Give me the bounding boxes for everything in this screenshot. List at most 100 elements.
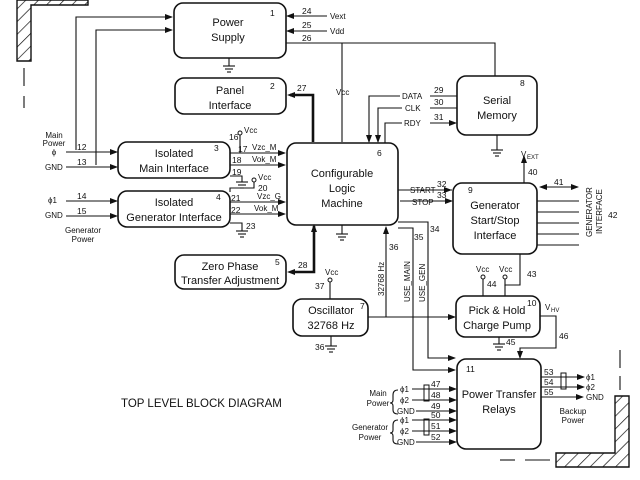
block-isolated-main-interface: Isolated Main Interface 3	[117, 141, 231, 179]
diagram-connector	[174, 77, 287, 115]
block-number: 3	[214, 143, 219, 153]
diagram-label: 51	[431, 421, 441, 431]
diagram-label: 41	[554, 177, 564, 187]
diagram-label: INTERFACE	[595, 189, 604, 234]
diagram-label: Main	[45, 131, 62, 140]
block-number: 8	[520, 78, 525, 88]
diagram-label: 23	[246, 221, 256, 231]
block-label: Configurable	[311, 168, 373, 180]
diagram-connector	[75, 14, 173, 150]
diagram-connector	[456, 358, 542, 450]
diagram-label: 48	[431, 390, 441, 400]
block-zero-phase-transfer: Zero Phase Transfer Adjustment 5	[174, 254, 287, 290]
diagram-connector	[389, 419, 399, 445]
diagram-label: GND	[45, 211, 63, 220]
diagram-label: ϕ2	[400, 427, 409, 436]
diagram-connector	[560, 372, 567, 390]
ground-icon	[493, 337, 505, 351]
diagram-connector	[292, 226, 316, 274]
diagram-label: 21	[231, 193, 241, 203]
diagram-connector	[398, 227, 456, 373]
diagram-connector	[502, 274, 508, 280]
block-label: Panel	[216, 85, 244, 97]
diagram-label: Main	[369, 389, 386, 398]
diagram-label: 17	[238, 144, 248, 154]
diagram-label: GND	[45, 163, 63, 172]
diagram-label: 25	[302, 20, 312, 30]
block-label: Serial	[483, 95, 511, 107]
diagram-label: 55	[544, 387, 554, 397]
diagram-label: 52	[431, 432, 441, 442]
block-label: Charge Pump	[463, 320, 531, 332]
diagram-label: Vzc_M	[252, 143, 277, 152]
block-generator-start-stop: Generator Start/Stop Interface 9	[452, 182, 538, 255]
signal-vdd: Vdd	[330, 27, 344, 36]
ground-icon	[336, 225, 348, 241]
diagram-label: 37	[315, 281, 325, 291]
block-label: Zero Phase	[202, 261, 259, 273]
diagram-label: USE_GEN	[418, 264, 427, 302]
diagram-label: 35	[414, 232, 424, 242]
diagram-label: 32768 Hz	[377, 262, 386, 296]
diagram-connector	[311, 224, 317, 232]
diagram-connector	[375, 107, 402, 143]
diagram-label: ϕ1	[400, 385, 409, 394]
block-label: Relays	[482, 404, 516, 416]
block-label: Interface	[474, 230, 517, 242]
block-label: Generator	[470, 200, 520, 212]
ground-icon	[223, 58, 235, 73]
diagram-label: Backup	[560, 407, 587, 416]
block-label: Main Interface	[139, 163, 209, 175]
wall-top-left	[16, 0, 89, 62]
diagram-connector	[398, 221, 456, 361]
diagram-label: Vcc	[325, 268, 338, 277]
diagram-label: Vok_M	[254, 204, 279, 213]
block-number: 4	[216, 192, 221, 202]
diagram-connector	[444, 187, 452, 193]
diagram-label: 13	[77, 157, 87, 167]
diagram-label: 15	[77, 206, 87, 216]
diagram-label: 16	[229, 132, 239, 142]
diagram-label: Power	[43, 139, 66, 148]
diagram-label: ϕ2	[586, 383, 595, 392]
diagram-label: ϕ	[52, 148, 57, 157]
diagram-label: ϕ1	[400, 416, 409, 425]
ground-icon	[236, 230, 248, 238]
diagram-label: 50	[431, 410, 441, 420]
ground-icon	[325, 336, 337, 353]
diagram-label: 49	[431, 401, 441, 411]
diagram-connector	[251, 177, 257, 183]
block-number: 9	[468, 185, 473, 195]
block-oscillator: Oscillator 32768 Hz 7	[292, 298, 369, 337]
diagram-connector	[423, 418, 430, 436]
diagram-label: 47	[431, 379, 441, 389]
diagram-label: Generator	[65, 226, 101, 235]
block-serial-memory: Serial Memory 8	[456, 75, 538, 136]
diagram-connector	[230, 222, 243, 231]
block-number: 11	[466, 364, 475, 374]
ground-icon	[491, 135, 503, 157]
diagram-label: 42	[608, 210, 618, 220]
block-configurable-logic-machine: Configurable Logic Machine 6	[286, 142, 399, 226]
diagram-label: GND	[586, 393, 604, 402]
diagram-label: CLK	[405, 104, 421, 113]
diagram-connector	[480, 274, 486, 280]
diagram-connector	[229, 182, 255, 192]
diagram-label: 29	[434, 85, 444, 95]
diagram-label: Generator	[352, 423, 388, 432]
diagram-label: 32	[437, 179, 447, 189]
diagram-label: V	[521, 150, 527, 159]
diagram-label: 24	[302, 6, 312, 16]
block-number: 1	[270, 8, 275, 18]
diagram-label: 30	[434, 97, 444, 107]
diagram-connector	[174, 254, 287, 290]
diagram-label: RDY	[404, 119, 422, 128]
diagram-connector	[287, 92, 295, 98]
block-label: Supply	[211, 32, 245, 44]
diagram-connector	[517, 315, 557, 359]
diagram-label: 54	[544, 377, 554, 387]
diagram-label: Power	[359, 433, 382, 442]
diagram-label: Power	[72, 235, 95, 244]
diagram-connector	[384, 122, 402, 143]
